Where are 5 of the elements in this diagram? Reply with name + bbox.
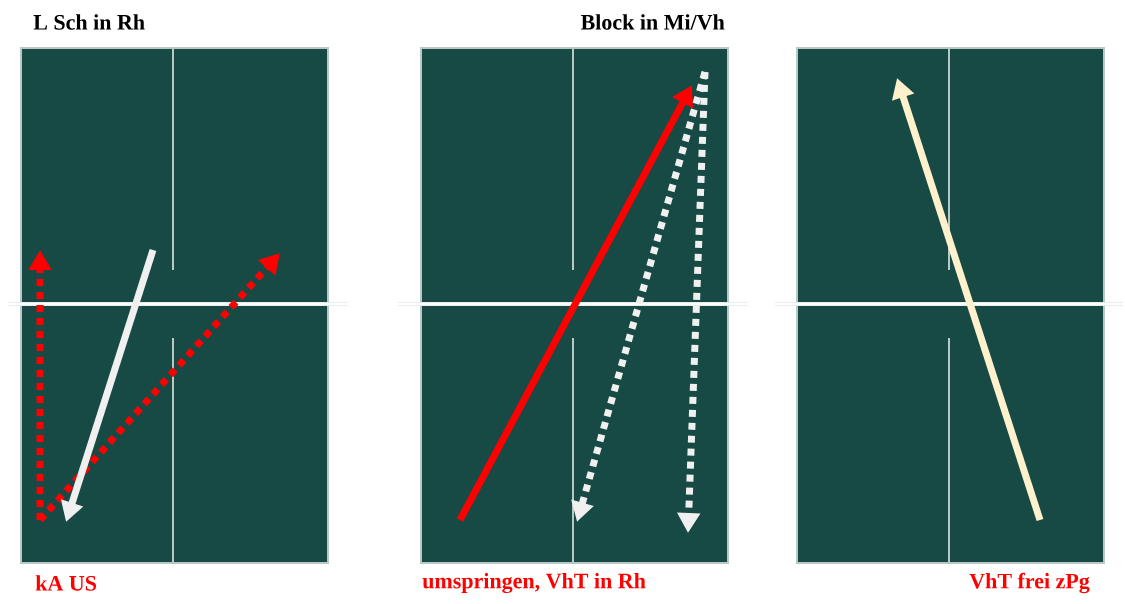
node-label: VhT frei zPg bbox=[969, 572, 1090, 594]
node-label: kA US bbox=[35, 575, 96, 591]
heading: Block in Mi/Vh bbox=[580, 14, 725, 30]
node-label: umspringen, VhT in Rh bbox=[422, 572, 646, 594]
heading: L Sch in Rh bbox=[33, 14, 145, 30]
